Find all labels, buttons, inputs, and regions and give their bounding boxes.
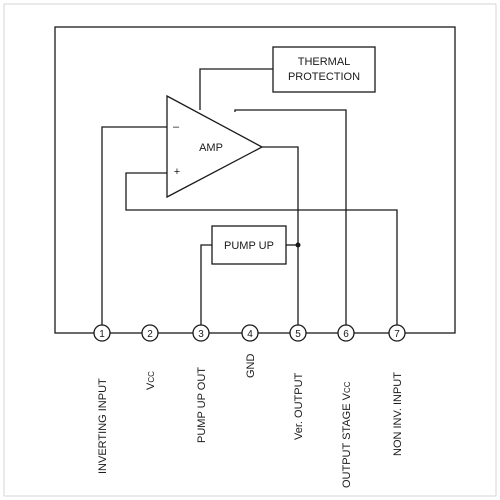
pin-1-label: INVERTING INPUT xyxy=(97,378,109,474)
pin-2-label-main: V xyxy=(145,382,157,390)
pin-2: 2 xyxy=(141,324,159,342)
output-stage-vcc-wire xyxy=(234,109,347,325)
pump-up-out-wire xyxy=(200,244,212,325)
pump-up-block xyxy=(211,225,287,265)
pin-6: 6 xyxy=(337,324,355,342)
pin-4-circle xyxy=(241,324,259,342)
pin-4-number: 4 xyxy=(247,329,253,340)
pin-3: 3 xyxy=(192,324,210,342)
amp-triangle xyxy=(166,94,264,199)
non-inv-input-wire xyxy=(125,172,398,325)
thermal-label-line1: THERMAL xyxy=(298,56,351,68)
thermal-label-line2: PROTECTION xyxy=(288,71,360,83)
pin-6-label: OUTPUT STAGE VCC xyxy=(341,381,353,488)
pump-up-label: PUMP UP xyxy=(224,240,274,252)
pin-2-label-sub: CC xyxy=(147,371,156,383)
pin-7-label: NON INV. INPUT xyxy=(392,372,404,456)
pin-6-circle xyxy=(337,324,355,342)
pin-5: 5 xyxy=(289,324,307,342)
pin-3-circle xyxy=(192,324,210,342)
inverting-input-wire xyxy=(101,126,167,325)
pin-5-label: Ver. OUTPUT xyxy=(293,372,305,440)
ic-outline xyxy=(54,26,456,334)
thermal-to-amp-wire xyxy=(199,68,273,110)
amp-minus-sign: – xyxy=(173,121,180,133)
amp-label: AMP xyxy=(199,142,223,154)
thermal-protection-block xyxy=(272,46,376,93)
pin-7-circle xyxy=(388,324,406,342)
pin-1: 1 xyxy=(93,324,111,342)
pin-6-label-main: OUTPUT STAGE V xyxy=(341,392,353,488)
image-frame xyxy=(3,3,497,497)
pin-1-number: 1 xyxy=(99,329,105,340)
amp-plus-sign: + xyxy=(174,166,180,178)
pin-3-number: 3 xyxy=(198,329,204,340)
pin-5-number: 5 xyxy=(295,329,301,340)
pin-6-number: 6 xyxy=(343,329,349,340)
pin-5-circle xyxy=(289,324,307,342)
pin-4-label: GND xyxy=(245,354,257,379)
amp-output-wire xyxy=(262,146,299,325)
pin-3-label: PUMP UP OUT xyxy=(196,367,208,443)
pin-2-label: VCC xyxy=(145,371,157,390)
pin-1-circle xyxy=(93,324,111,342)
pin-7: 7 xyxy=(388,324,406,342)
pin-7-number: 7 xyxy=(394,329,400,340)
pin-4: 4 xyxy=(241,324,259,342)
pin-2-number: 2 xyxy=(147,329,153,340)
pin-2-circle xyxy=(141,324,159,342)
pin-6-label-sub: CC xyxy=(343,381,352,393)
junction-dot xyxy=(295,242,301,248)
